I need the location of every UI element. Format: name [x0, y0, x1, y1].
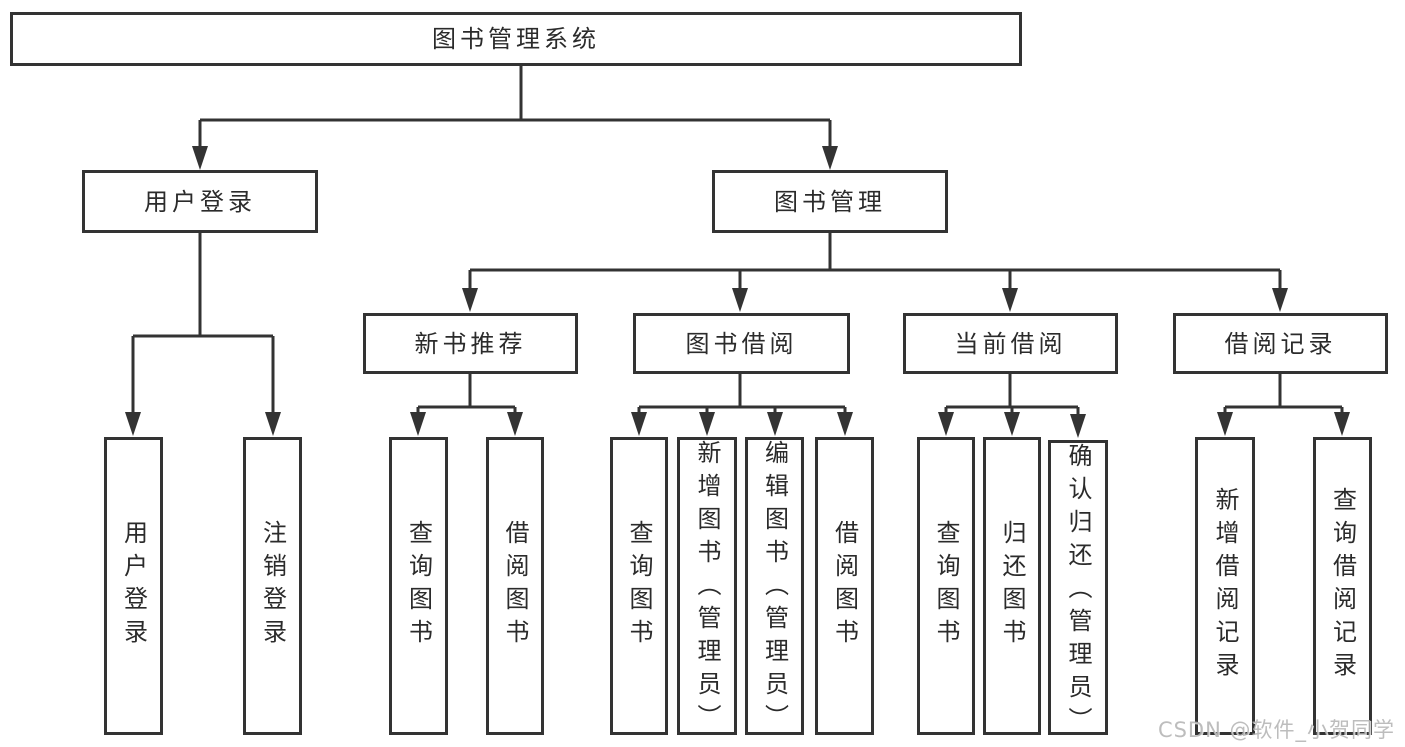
leaf-query-books-borrow: 查询图书	[610, 437, 668, 735]
leaf-return-books: 归还图书	[983, 437, 1041, 735]
arrowheads-borrow-records	[1217, 412, 1350, 436]
leaf-query-books-current: 查询图书	[917, 437, 975, 735]
connector-current-borrow-to-leaves	[944, 374, 1080, 415]
leaf-query-books-recommend-label: 查询图书	[404, 520, 433, 652]
connector-book-borrow-to-leaves	[637, 374, 847, 413]
leaf-user-login: 用户登录	[104, 437, 163, 735]
node-book-management-label: 图书管理	[774, 187, 886, 216]
connector-root-to-level2	[198, 66, 832, 147]
arrowheads-current-borrow	[938, 412, 1086, 438]
leaf-logout-label: 注销登录	[258, 520, 287, 652]
leaf-borrow-books: 借阅图书	[815, 437, 874, 735]
arrowheads-book-borrow	[631, 412, 853, 436]
node-book-management: 图书管理	[712, 170, 948, 233]
watermark: CSDN @软件_小贺同学	[1157, 718, 1395, 742]
leaf-logout: 注销登录	[243, 437, 302, 735]
leaf-query-books-borrow-label: 查询图书	[625, 520, 653, 652]
leaf-confirm-return-admin-label: 确认归还（管理员）	[1064, 443, 1092, 740]
leaf-query-books-current-label: 查询图书	[932, 520, 960, 652]
arrowheads-level2	[192, 146, 838, 170]
leaf-borrow-books-recommend-label: 借阅图书	[501, 520, 529, 652]
leaf-add-borrow-record: 新增借阅记录	[1195, 437, 1255, 735]
leaf-query-books-recommend: 查询图书	[389, 437, 448, 735]
arrowheads-user-login	[125, 412, 281, 436]
leaf-confirm-return-admin: 确认归还（管理员）	[1048, 440, 1108, 740]
leaf-query-borrow-record: 查询借阅记录	[1313, 437, 1372, 735]
connector-user-login-to-leaves	[131, 233, 275, 413]
node-root-label: 图书管理系统	[432, 25, 600, 53]
node-current-borrow-label: 当前借阅	[954, 329, 1067, 358]
leaf-edit-book-admin: 编辑图书（管理员）	[745, 437, 804, 737]
node-current-borrow: 当前借阅	[903, 313, 1118, 374]
leaf-borrow-books-recommend: 借阅图书	[486, 437, 544, 735]
arrowheads-level3	[462, 288, 1288, 312]
leaf-return-books-label: 归还图书	[998, 520, 1026, 652]
connector-book-management-to-level3	[468, 233, 1282, 289]
leaf-edit-book-admin-label: 编辑图书（管理员）	[760, 440, 789, 737]
leaf-add-book-admin: 新增图书（管理员）	[677, 437, 737, 737]
node-user-login-label: 用户登录	[144, 187, 256, 216]
leaf-user-login-label: 用户登录	[119, 520, 148, 652]
leaf-add-book-admin-label: 新增图书（管理员）	[693, 440, 721, 737]
node-user-login: 用户登录	[82, 170, 318, 233]
node-new-book-recommend: 新书推荐	[363, 313, 578, 374]
node-new-book-recommend-label: 新书推荐	[414, 329, 527, 358]
leaf-query-borrow-record-label: 查询借阅记录	[1328, 487, 1357, 685]
node-borrow-records-label: 借阅记录	[1224, 329, 1337, 358]
leaf-borrow-books-label: 借阅图书	[830, 520, 859, 652]
connector-new-book-to-leaves	[416, 374, 517, 413]
node-borrow-records: 借阅记录	[1173, 313, 1388, 374]
connector-borrow-records-to-leaves	[1223, 374, 1344, 413]
arrowheads-new-book	[410, 412, 523, 436]
node-book-borrow: 图书借阅	[633, 313, 850, 374]
node-root-library-system: 图书管理系统	[10, 12, 1022, 66]
node-book-borrow-label: 图书借阅	[685, 329, 798, 358]
leaf-add-borrow-record-label: 新增借阅记录	[1211, 487, 1239, 685]
